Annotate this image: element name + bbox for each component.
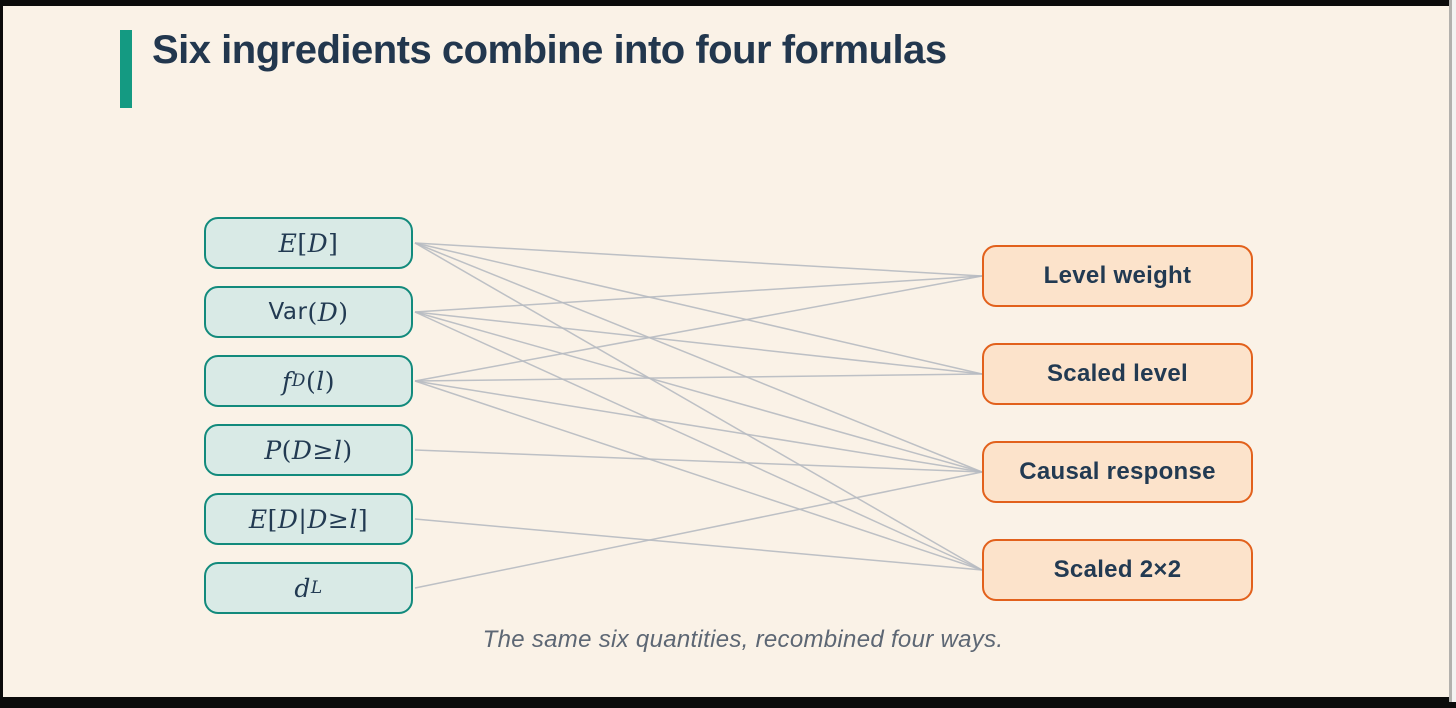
edge-expected-dose-to-causal-response [414, 242, 983, 473]
math-part: ] [357, 504, 369, 534]
edge-cond-mean-dose-to-scaled-2x2 [414, 518, 983, 571]
math-part: f [282, 366, 292, 396]
window-right-margin [1452, 0, 1456, 702]
edge-variance-dose-to-scaled-level [414, 311, 983, 375]
math-part: Var [268, 299, 308, 325]
formula-node-level-weight: Level weight [982, 245, 1253, 307]
edge-density-at-l-to-scaled-2x2 [414, 380, 983, 571]
slide-title: Six ingredients combine into four formul… [152, 28, 947, 72]
edge-expected-dose-to-scaled-level [414, 242, 983, 375]
math-part: D [291, 371, 306, 391]
edge-density-at-l-to-causal-response [414, 380, 983, 473]
math-part: D [277, 504, 299, 534]
title-accent-bar [120, 30, 132, 108]
ingredient-node-prob-dose-geq-l: P(D ≥ l) [204, 424, 413, 476]
math-part: ≥ [312, 435, 334, 465]
ingredient-node-variance-dose: Var(D) [204, 286, 413, 338]
math-part: ] [328, 228, 339, 258]
formula-node-scaled-2x2: Scaled 2×2 [982, 539, 1253, 601]
formula-label: Causal response [1019, 458, 1216, 485]
math-part: E [278, 228, 298, 258]
edge-variance-dose-to-causal-response [414, 311, 983, 473]
math-part: ( [281, 435, 292, 465]
math-part: [ [267, 504, 278, 534]
math-part: ( [305, 366, 317, 396]
edge-density-at-l-to-scaled-level [414, 373, 983, 382]
ingredient-node-cond-mean-dose: E[D|D ≥ l] [204, 493, 413, 545]
formula-label: Scaled level [1046, 360, 1189, 387]
math-part: E [248, 504, 268, 534]
math-part: D [291, 435, 313, 465]
math-part: [ [297, 228, 308, 258]
window-right-border [1449, 0, 1452, 702]
slide-background: Six ingredients combine into four formul… [3, 6, 1449, 697]
math-part: D [307, 504, 328, 534]
math-part: L [310, 578, 323, 598]
connector-lines [414, 242, 983, 589]
math-part: ) [338, 297, 349, 327]
math-part: l [333, 435, 343, 465]
math-part: D [307, 228, 329, 258]
edge-prob-dose-geq-l-to-causal-response [414, 449, 983, 473]
math-part: ( [307, 297, 318, 327]
math-part: D [317, 297, 339, 327]
edge-variance-dose-to-level-weight [414, 275, 983, 313]
edge-density-at-l-to-level-weight [414, 275, 983, 382]
ingredient-node-expected-dose: E[D] [204, 217, 413, 269]
formula-node-causal-response: Causal response [982, 441, 1253, 503]
math-part: l [349, 504, 358, 534]
math-part: P [264, 435, 282, 465]
math-part: ) [324, 366, 335, 396]
math-part: | [298, 504, 308, 534]
formula-label: Level weight [1043, 262, 1192, 289]
math-part: ) [342, 435, 353, 465]
math-part: d [294, 573, 311, 603]
formula-node-scaled-level: Scaled level [982, 343, 1253, 405]
edge-expected-dose-to-level-weight [414, 242, 983, 277]
edge-d-sub-l-to-causal-response [414, 471, 983, 589]
edge-expected-dose-to-scaled-2x2 [414, 242, 983, 571]
formula-label: Scaled 2×2 [1053, 556, 1182, 583]
diagram-caption: The same six quantities, recombined four… [482, 626, 1004, 653]
math-part: ≥ [327, 504, 350, 534]
edge-variance-dose-to-scaled-2x2 [414, 311, 983, 571]
math-part: l [316, 366, 325, 396]
